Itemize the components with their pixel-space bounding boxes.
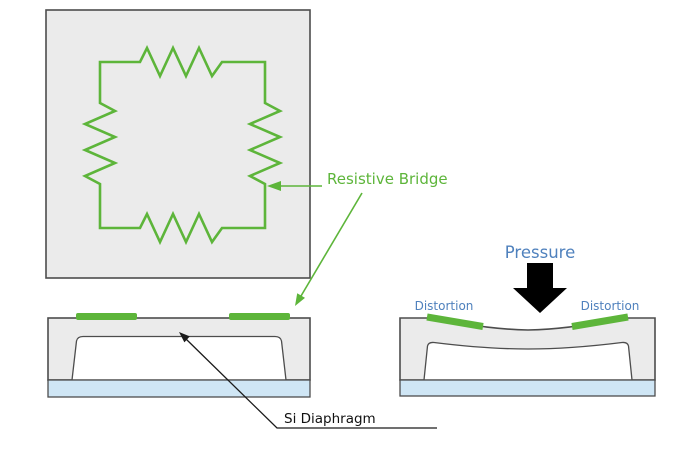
piezoresistor-strip-left bbox=[76, 313, 137, 320]
cross-section-deflected bbox=[399, 313, 656, 397]
pressure-down-arrow-icon bbox=[513, 263, 567, 313]
sensor-die-top-view bbox=[45, 9, 311, 279]
si-diaphragm-label: Si Diaphragm bbox=[284, 411, 376, 427]
pressure-annotation: Pressure bbox=[505, 243, 575, 313]
piezoresistor-strip-tilted-right bbox=[571, 313, 629, 330]
pressure-label: Pressure bbox=[505, 243, 575, 262]
arrowhead-to-bridge-icon bbox=[267, 181, 281, 191]
resistive-bridge-callout: Resistive Bridge bbox=[267, 170, 448, 306]
distortion-annotations: Distortion Distortion bbox=[415, 299, 640, 313]
si-diaphragm-callout: Si Diaphragm bbox=[179, 332, 437, 429]
resistive-bridge-label: Resistive Bridge bbox=[327, 170, 448, 188]
cavity-deflected bbox=[423, 341, 633, 381]
sensor-top-view bbox=[45, 9, 311, 279]
distortion-label-right: Distortion bbox=[581, 299, 640, 313]
piezoresistor-strip-right bbox=[229, 313, 290, 320]
resistive-bridge-circuit bbox=[81, 44, 284, 246]
cross-section-flat bbox=[47, 313, 311, 398]
glass-base-flat bbox=[47, 379, 311, 398]
cavity-flat bbox=[71, 335, 287, 381]
arrowhead-si-diaphragm-icon bbox=[179, 332, 190, 343]
piezoresistor-strip-tilted-left bbox=[426, 313, 484, 330]
arrowhead-to-strip-icon bbox=[295, 293, 305, 306]
leader-line-to-strip bbox=[300, 192, 363, 297]
glass-base-deflected bbox=[399, 379, 656, 397]
distortion-label-left: Distortion bbox=[415, 299, 474, 313]
leader-line-si-diaphragm bbox=[185, 338, 437, 429]
